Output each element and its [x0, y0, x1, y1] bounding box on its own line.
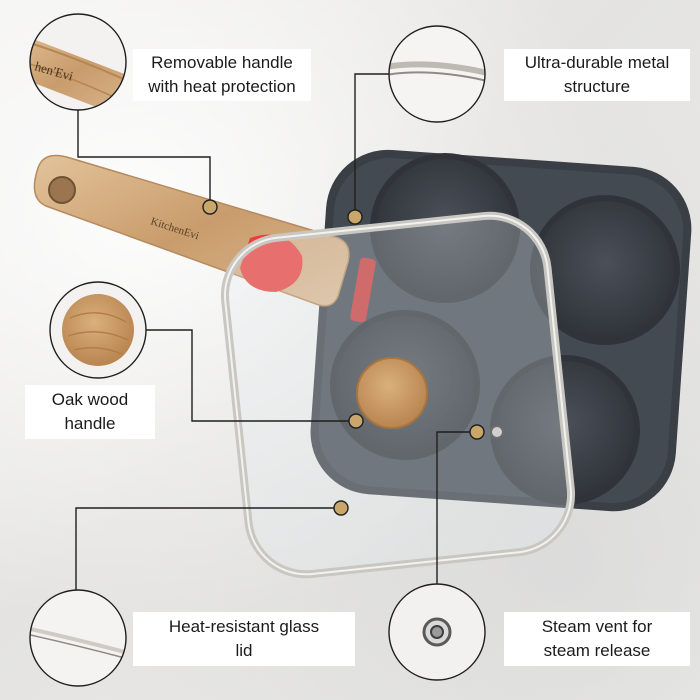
zoom-steam-vent — [388, 583, 486, 681]
leader-removable-handle — [77, 110, 211, 207]
callout-metal-structure: Ultra-durable metal structure — [504, 49, 690, 101]
oak-lid-knob — [356, 357, 428, 429]
leader-lines — [75, 73, 477, 590]
marker-removable-handle — [202, 199, 218, 215]
callout-oak-handle: Oak wood handle — [25, 385, 155, 439]
leader-glass-lid — [75, 507, 341, 590]
heat-protection-pad — [240, 234, 303, 292]
leader-oak-handle — [146, 329, 356, 422]
zoom-metal-rim — [388, 25, 486, 123]
leader-steam-vent — [436, 431, 477, 584]
zoom-glass-edge — [29, 589, 127, 687]
pocket-top-right — [530, 195, 680, 345]
wood-handle: KitchenEvi — [33, 154, 350, 307]
markers — [202, 199, 485, 516]
hanging-hole — [48, 176, 76, 204]
callout-removable-handle: Removable handle with heat protection — [133, 49, 311, 101]
marker-glass-lid — [333, 500, 349, 516]
steam-vent — [490, 425, 504, 439]
callout-glass-lid: Heat-resistant glass lid — [133, 612, 355, 666]
glass-lid — [220, 211, 576, 579]
marker-metal-structure — [347, 209, 363, 225]
handle-connector — [350, 257, 376, 323]
callout-steam-vent: Steam vent for steam release — [504, 612, 690, 666]
marker-oak-handle — [348, 413, 364, 429]
zoom-oak-knob — [49, 281, 147, 379]
zoom-handle: hen'Evi — [29, 13, 127, 111]
leader-metal-structure — [354, 73, 389, 217]
marker-steam-vent — [469, 424, 485, 440]
